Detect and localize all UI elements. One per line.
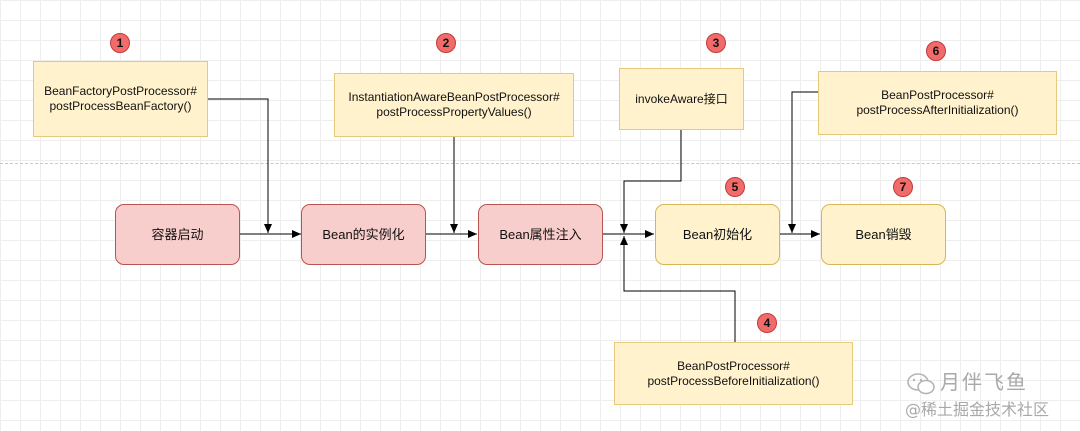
note-instantiation-aware-bpp: InstantiationAwareBeanPostProcessor# pos… xyxy=(334,73,574,137)
badge-2: 2 xyxy=(436,33,456,53)
arrow-aware-hook xyxy=(620,130,682,233)
note-iabpp-line1: InstantiationAwareBeanPostProcessor# xyxy=(348,90,560,104)
badge-7: 7 xyxy=(893,177,913,197)
step-bean-instantiation: Bean的实例化 xyxy=(301,204,426,265)
note-bpp-before-initialization: BeanPostProcessor# postProcessBeforeInit… xyxy=(614,342,853,405)
note-before-line2: postProcessBeforeInitialization() xyxy=(647,373,820,388)
step-bean-initialization: Bean初始化 xyxy=(655,204,780,265)
wechat-icon xyxy=(907,373,935,395)
badge-3: 3 xyxy=(706,33,726,53)
note-after-line2: postProcessAfterInitialization() xyxy=(856,103,1019,117)
note-bfpp-line2: postProcessBeanFactory() xyxy=(49,99,192,113)
note-bfpp-line1: BeanFactoryPostProcessor# xyxy=(44,84,197,98)
note-iabpp-line2: postProcessPropertyValues() xyxy=(376,105,532,119)
arrow-before-hook xyxy=(620,236,736,342)
note-aware-line1: invokeAware接口 xyxy=(635,91,728,106)
badge-6: 6 xyxy=(926,41,946,61)
note-bean-factory-post-processor: BeanFactoryPostProcessor# postProcessBea… xyxy=(33,61,208,137)
note-bpp-after-initialization: BeanPostProcessor# postProcessAfterIniti… xyxy=(818,71,1057,135)
watermark-author: 月伴飞鱼 xyxy=(940,370,1028,394)
dashed-divider xyxy=(0,163,1080,164)
watermark-community: @稀土掘金技术社区 xyxy=(905,400,1050,419)
badge-4: 4 xyxy=(757,313,777,333)
badge-5: 5 xyxy=(725,177,745,197)
arrow-after-hook xyxy=(788,91,818,233)
note-invoke-aware: invokeAware接口 xyxy=(619,68,744,130)
step-bean-destruction: Bean销毁 xyxy=(821,204,946,265)
arrow-bfpp-hook xyxy=(208,98,272,233)
note-after-line1: BeanPostProcessor# xyxy=(881,88,994,102)
note-before-line1: BeanPostProcessor# xyxy=(677,358,790,373)
badge-1: 1 xyxy=(110,33,130,53)
step-container-start: 容器启动 xyxy=(115,204,240,265)
step-bean-property-injection: Bean属性注入 xyxy=(478,204,603,265)
